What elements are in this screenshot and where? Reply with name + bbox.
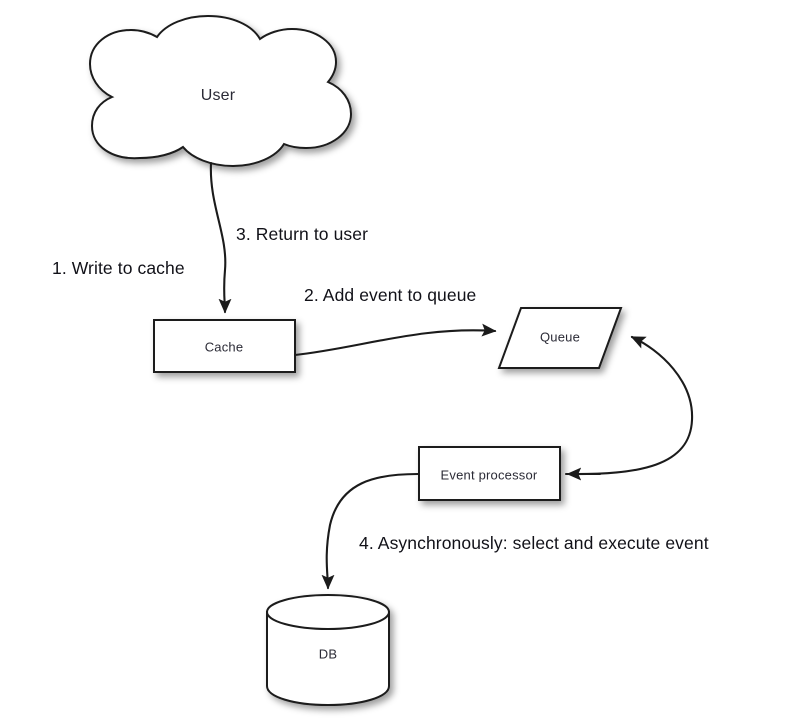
step-label-4-asynchronously-select-and-execute-event: 4. Asynchronously: select and execute ev… <box>359 533 709 553</box>
node-user[interactable] <box>88 14 353 168</box>
edge-user-to-cache <box>209 161 232 314</box>
step-label-3-return-to-user: 3. Return to user <box>236 224 369 244</box>
node-label-cache: Cache <box>204 339 244 355</box>
node-event-processor[interactable] <box>418 446 561 501</box>
node-cache[interactable] <box>153 319 296 373</box>
node-label-user: User <box>200 87 236 104</box>
edge-event-processor-to-db <box>321 472 420 590</box>
edge-queue-to-event-processor <box>564 335 694 476</box>
step-label-1-write-to-cache: 1. Write to cache <box>52 258 185 278</box>
node-label-queue: Queue <box>539 329 581 345</box>
edge-cache-to-queue <box>293 323 497 357</box>
node-label-db: DB <box>318 646 338 662</box>
node-label-event-processor: Event processor <box>440 467 538 483</box>
step-label-2-add-event-to-queue: 2. Add event to queue <box>304 285 477 305</box>
node-queue[interactable] <box>497 307 623 369</box>
node-db[interactable] <box>266 594 390 707</box>
